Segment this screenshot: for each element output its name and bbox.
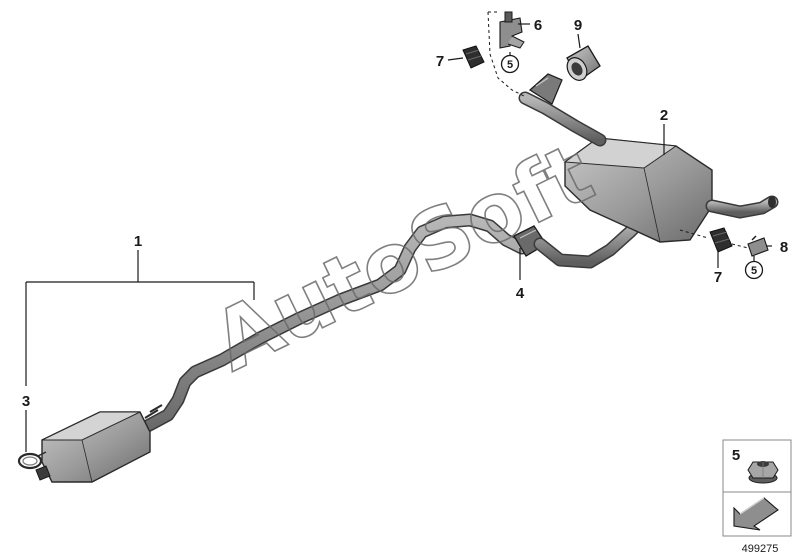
callout-5-upper-text: 5 — [507, 59, 513, 71]
callout-1: 1 — [134, 233, 142, 250]
flange-nut-icon — [747, 461, 779, 484]
lower-hanger-dash-line — [679, 229, 749, 249]
lower-bracket — [747, 235, 769, 257]
callout-8: 8 — [780, 239, 788, 256]
callout-5-lower: 5 — [744, 260, 764, 280]
tailpipe-trim — [566, 45, 601, 81]
legend-nut-number: 5 — [732, 447, 740, 464]
upper-hanger-dash-line — [487, 11, 525, 97]
front-silencer — [35, 411, 151, 483]
front-clamp-ring — [17, 451, 47, 470]
direction-arrow-icon — [733, 497, 779, 531]
callout-5-lower-text: 5 — [751, 265, 757, 277]
callout-7-lower: 7 — [714, 269, 722, 286]
callout-5-upper: 5 — [500, 54, 520, 74]
callout-3: 3 — [22, 393, 30, 410]
lower-rubber-mount — [709, 227, 733, 253]
callout-6: 6 — [534, 17, 542, 34]
callout-7-upper: 7 — [436, 53, 444, 70]
upper-rubber-mount — [462, 45, 485, 69]
legend-nut-box: 5 — [722, 439, 792, 493]
upper-tailpipe — [518, 73, 607, 147]
callout-9: 9 — [574, 17, 582, 34]
diagram-reference-number: 499275 — [742, 543, 779, 555]
legend-arrow-box — [722, 491, 792, 537]
leader-lines — [25, 23, 772, 452]
rear-pipe-section — [533, 215, 647, 269]
front-pipe-section — [53, 213, 529, 465]
callout-4: 4 — [516, 285, 525, 302]
callout-2: 2 — [660, 107, 668, 124]
watermark-text: AutoSoft — [199, 126, 607, 390]
upper-bracket — [499, 11, 525, 49]
right-tailpipe — [705, 195, 779, 219]
rear-muffler — [563, 137, 713, 243]
